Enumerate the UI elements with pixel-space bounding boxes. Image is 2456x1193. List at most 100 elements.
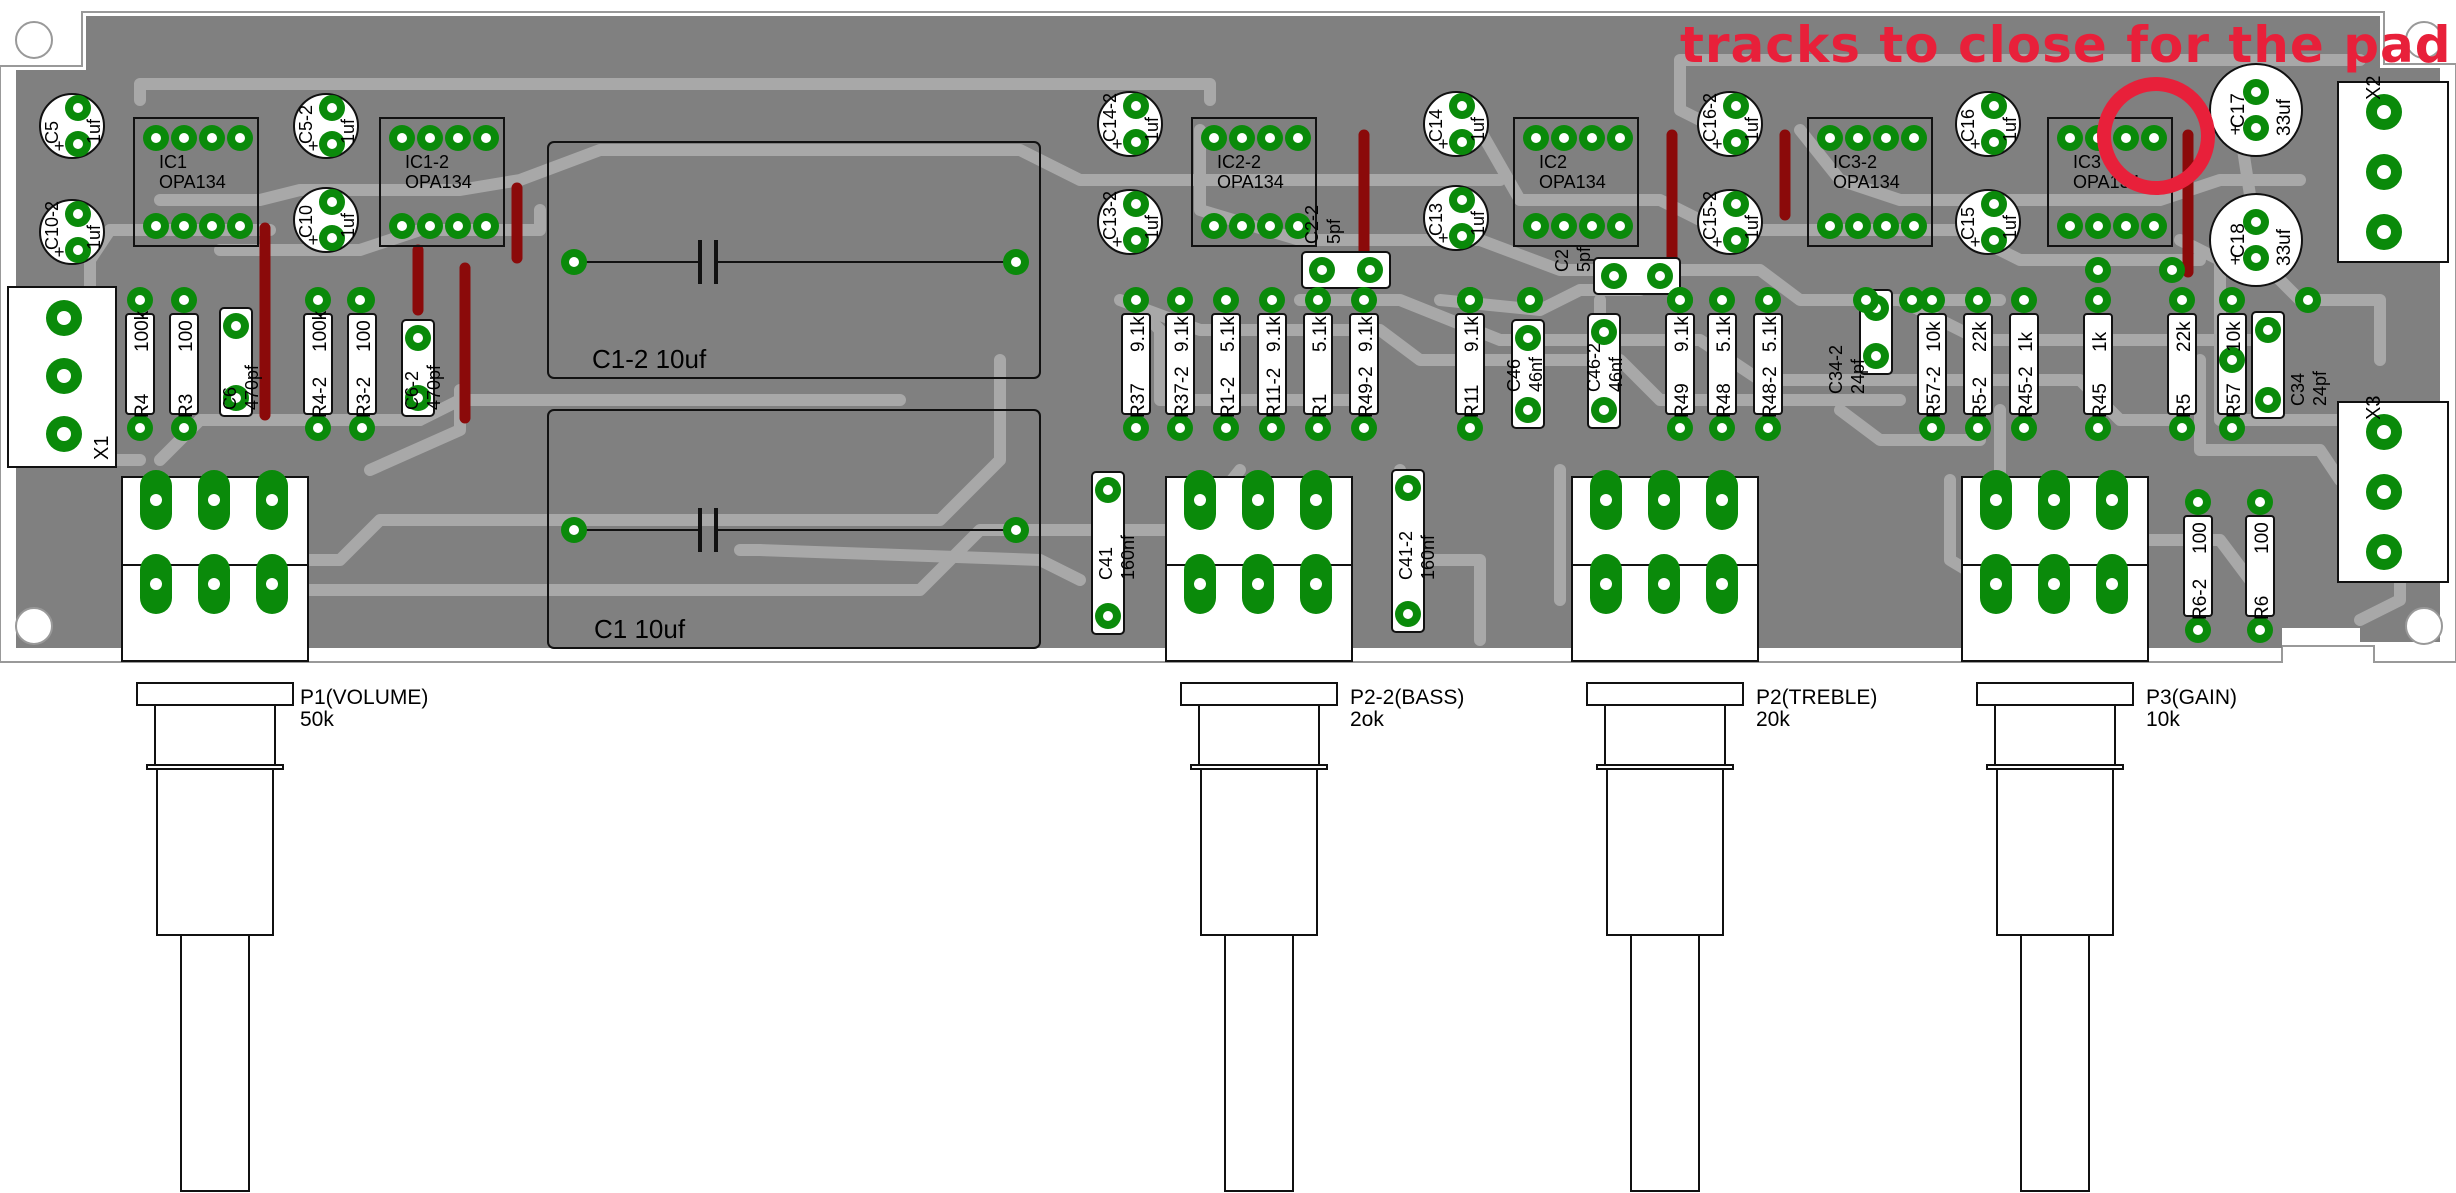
resistor-value-label: 5.1k [1218,316,1239,352]
pad-drill [2149,221,2159,231]
pad-drill [2019,423,2029,433]
cap-ref-label: C2 [1552,249,1572,272]
pad-drill [1609,271,1619,281]
annotation-text: tracks to close for the pad [1680,16,2452,74]
pad-drill [425,133,435,143]
cap-ref-label: C2-2 [1302,205,1322,244]
pad-drill [1599,405,1609,415]
pad-drill [2167,265,2177,275]
pad-drill [2106,494,2118,506]
ic-part-label: OPA134 [1833,172,1900,192]
pad-drill [413,393,423,403]
pad-drill [1252,578,1264,590]
big-capacitor-outlines [547,141,1041,649]
resistor-body [1211,313,1241,415]
pad-drill [1853,221,1863,231]
problem-highlight-circle [2097,77,2215,195]
pad-drill [1131,295,1141,305]
pad-drill [57,369,71,383]
pad-drill [1523,333,1533,343]
resistor-body [1963,313,1993,415]
pad-drill [135,423,145,433]
pad-drill [1131,137,1141,147]
pad-drill [150,578,162,590]
pad-drill [179,423,189,433]
pad-drill [313,423,323,433]
cap-value-label: 1uf [1468,210,1488,236]
pad-drill [151,221,161,231]
pad-drill [1313,295,1323,305]
pad-drill [2093,265,2103,275]
pad-drill [569,525,579,535]
resistor-ref-label: R4 [132,393,153,418]
resistor-value-label: 100k [310,310,331,352]
polarity-mark: + [1970,134,1981,154]
resistor-body [1257,313,1287,415]
pad-drill [1716,578,1728,590]
resistor-body [2009,313,2039,415]
pad-drill [1655,271,1665,281]
pad-drill [1194,494,1206,506]
resistor-ref-label: R48-2 [1760,366,1781,418]
pad-drill [1989,101,1999,111]
pad-drill [2377,165,2391,179]
pad-drill [2193,497,2203,507]
pad-drill [1731,137,1741,147]
pad-drill [1403,609,1413,619]
resistor-value-label: 1k [2090,331,2111,352]
pad-drill [1881,221,1891,231]
pad-drill [57,311,71,325]
pad-drill [1209,133,1219,143]
pad-drill [1600,578,1612,590]
pad-drill [57,427,71,441]
pad-drill [1731,101,1741,111]
pad-drill [1457,195,1467,205]
pad-drill [2227,423,2237,433]
pad-drill [2149,133,2159,143]
pad-drill [1267,295,1277,305]
resistor-value-label: 100 [354,320,375,352]
small-cap-outline [1391,469,1425,633]
cap-ref-label: C15 [1958,207,1978,240]
resistor-value-label: 9.1k [1672,316,1693,352]
cap-ref-label: C16 [1958,109,1978,142]
pot-ref-label: P2-2(BASS) [1350,686,1464,709]
cap-value-label: 1uf [2000,214,2020,240]
pad-drill [73,209,83,219]
pad-drill [2377,545,2391,559]
cap-ref-label: C14-2 [1100,93,1120,142]
pad-drill [327,197,337,207]
big-cap-label: C1-2 10uf [592,344,707,374]
small-cap-outline [1587,313,1621,429]
pad-drill [327,139,337,149]
cap-value-label: 1uf [84,118,104,144]
pot-value-label: 20k [1756,708,1790,731]
resistor-body [1707,313,1737,415]
pad-drill [1265,221,1275,231]
pad-drill [1194,578,1206,590]
pads [46,79,2402,643]
pad-drill [2193,625,2203,635]
pad-drill [2093,295,2103,305]
resistor-value-label: 5.1k [1310,316,1331,352]
pad-drill [207,133,217,143]
pad-drill [2121,133,2131,143]
cap-value-label: 1uf [1742,214,1762,240]
pot-value-label: 2ok [1350,708,1384,731]
resistor-body [1665,313,1695,415]
resistor-ref-label: R3-2 [354,377,375,418]
cap-ref-label: C5-2 [296,105,316,144]
pad-drill [208,578,220,590]
resistor-body [2083,313,2113,415]
cap-value-label: 470pf [424,364,444,410]
resistor-ref-label: R1-2 [1218,377,1239,418]
pad-drill [1587,221,1597,231]
pad-drill [1531,133,1541,143]
pad-drill [2227,295,2237,305]
pad-drill [2019,295,2029,305]
cap-ref-label: C5 [42,121,62,144]
resistor-ref-label: R6-2 [2190,579,2211,620]
resistor-ref-label: R57 [2224,383,2245,418]
resistor-body [1165,313,1195,415]
